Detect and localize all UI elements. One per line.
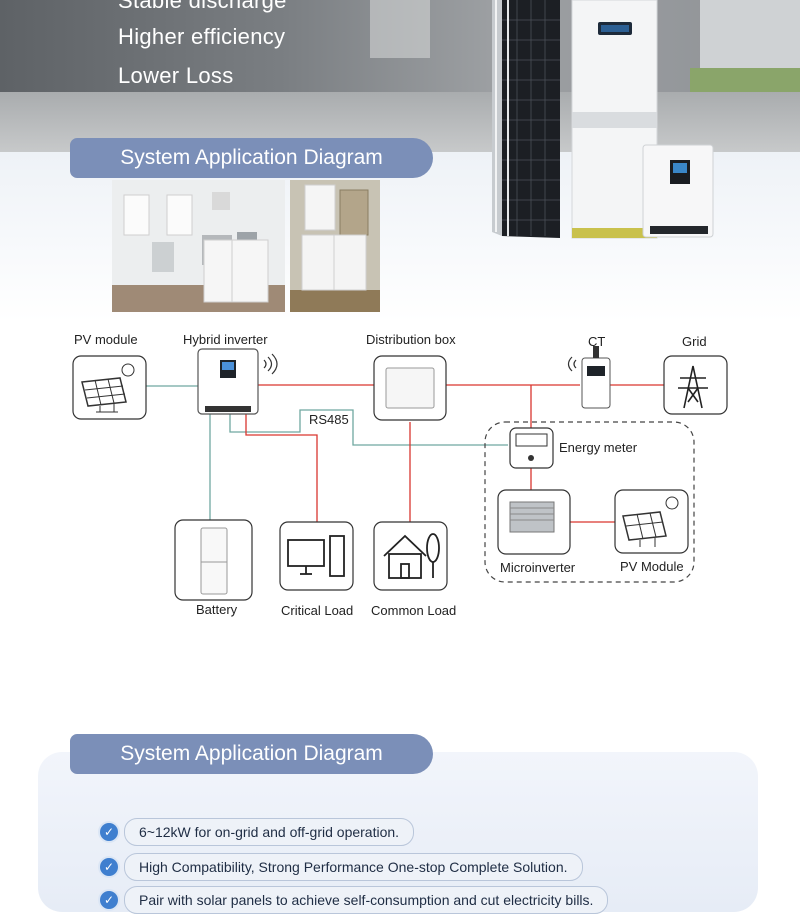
line-inverter-to-critical-load (245, 414, 318, 522)
label-energy-meter: Energy meter (559, 440, 638, 455)
solar-panel-stack (492, 0, 560, 238)
inverter-unit (642, 144, 714, 238)
critical-load-box (279, 521, 354, 591)
label-rs485: RS485 (309, 412, 349, 427)
pv-module-2-box (614, 489, 689, 554)
hero-banner: Stable discharge Higher efficiency Lower… (0, 0, 800, 152)
installation-photo-1 (112, 180, 285, 312)
ct-wifi-icon (567, 356, 577, 372)
label-ct: CT (588, 334, 606, 349)
feature-item-2: ✓ High Compatibility, Strong Performance… (100, 852, 583, 882)
ct-device (567, 346, 611, 409)
energy-meter-box (509, 427, 554, 469)
check-icon: ✓ (100, 823, 118, 841)
label-grid: Grid (682, 334, 707, 349)
feature-item-1: ✓ 6~12kW for on-grid and off-grid operat… (100, 817, 415, 847)
hero-bullet-3: Lower Loss (118, 63, 234, 88)
micro-system-enclosure (484, 421, 695, 583)
section-2-title-pill: System Application Diagram (70, 734, 433, 774)
hero-bullet-1: Stable discharge (118, 0, 287, 13)
battery-box (174, 519, 253, 601)
label-common-load: Common Load (371, 603, 457, 618)
label-distribution-box: Distribution box (366, 332, 456, 347)
label-critical-load: Critical Load (281, 603, 354, 618)
installation-photo-2 (290, 180, 380, 312)
system-diagram (72, 346, 728, 601)
line-rs485 (229, 409, 508, 446)
background-door (370, 0, 430, 58)
feature-text-3: Pair with solar panels to achieve self-c… (124, 886, 609, 914)
grid-box (663, 355, 728, 415)
feature-text-2: High Compatibility, Strong Performance O… (124, 853, 583, 881)
background-wall (700, 0, 800, 68)
feature-item-3: ✓ Pair with solar panels to achieve self… (100, 885, 609, 915)
transmission-tower-icon (678, 365, 708, 409)
hybrid-inverter-box (197, 348, 278, 415)
house-icon (383, 533, 440, 579)
distribution-box (373, 355, 447, 421)
check-icon: ✓ (100, 891, 118, 909)
computer-icon (287, 535, 345, 577)
feature-text-1: 6~12kW for on-grid and off-grid operatio… (124, 818, 415, 846)
hero-bullet-2: Higher efficiency (118, 24, 286, 49)
section-title-pill: System Application Diagram (70, 138, 433, 178)
wifi-icon (263, 353, 278, 375)
microinverter-box (497, 489, 571, 555)
label-hybrid-inverter: Hybrid inverter (183, 332, 268, 347)
label-battery: Battery (196, 602, 238, 617)
product-image (492, 0, 714, 239)
common-load-box (373, 521, 448, 591)
label-pv-module: PV module (74, 332, 138, 347)
check-icon: ✓ (100, 858, 118, 876)
connection-lines (146, 384, 664, 523)
label-microinverter: Microinverter (500, 560, 576, 575)
pv-module-box (72, 355, 147, 420)
label-pv-module-2: PV Module (620, 559, 684, 574)
